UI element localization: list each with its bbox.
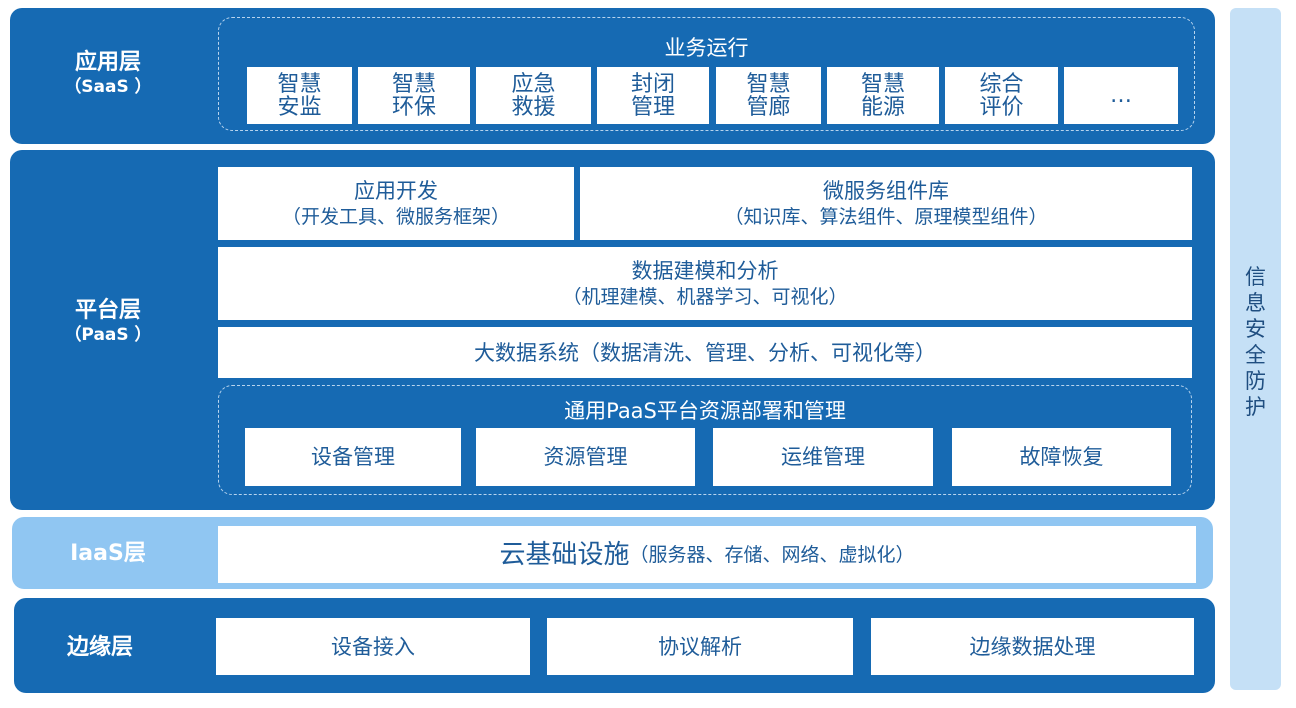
saas-tile: 智慧 能源: [827, 67, 939, 124]
paas-sub: （PaaS ）: [64, 325, 152, 345]
saas-tile-label: 封闭 管理: [630, 71, 675, 120]
app-dev-box: 应用开发 （开发工具、微服务框架）: [218, 167, 574, 240]
iaas-name: IaaS层: [70, 541, 146, 566]
resource-tile: 运维管理: [713, 428, 933, 486]
modeling-box: 数据建模和分析 （机理建模、机器学习、可视化）: [218, 247, 1192, 320]
paas-name: 平台层: [74, 298, 141, 323]
security-label-char: 全: [1245, 343, 1266, 367]
app-dev-title: 应用开发: [354, 178, 438, 203]
saas-tile-label: 智慧 能源: [860, 71, 905, 120]
cloud-infra-box: 云基础设施 （服务器、存储、网络、虚拟化）: [218, 526, 1196, 583]
resource-tile-label: 运维管理: [781, 445, 865, 469]
microservice-detail: （知识库、算法组件、原理模型组件）: [724, 205, 1048, 228]
security-label-char: 安: [1245, 317, 1266, 341]
paas-layer-label: 平台层 （PaaS ）: [40, 298, 176, 346]
bigdata-box: 大数据系统（数据清洗、管理、分析、可视化等）: [218, 327, 1192, 378]
saas-name: 应用层: [74, 50, 141, 75]
edge-name: 边缘层: [66, 635, 133, 660]
modeling-detail: （机理建模、机器学习、可视化）: [562, 285, 848, 308]
microservice-title: 微服务组件库: [823, 178, 949, 203]
business-operation-group: [218, 17, 1195, 131]
modeling-title: 数据建模和分析: [631, 258, 779, 283]
resource-tile-label: 设备管理: [311, 445, 395, 469]
edge-tile-label: 设备接入: [331, 634, 415, 659]
saas-tile: 封闭 管理: [597, 67, 709, 124]
edge-tile: 设备接入: [216, 618, 530, 675]
saas-tile-label: 智慧 安监: [277, 71, 322, 120]
cloud-infra-detail: （服务器、存储、网络、虚拟化）: [629, 543, 915, 566]
saas-tile: 智慧 管廊: [716, 67, 821, 124]
bigdata-text: 大数据系统（数据清洗、管理、分析、可视化等）: [474, 340, 936, 365]
edge-tile: 协议解析: [547, 618, 853, 675]
saas-tile: …: [1064, 67, 1178, 124]
security-label-char: 息: [1245, 291, 1266, 315]
saas-tile: 智慧 安监: [247, 67, 352, 124]
security-bar: 信息安全防护: [1230, 8, 1281, 690]
microservice-box: 微服务组件库 （知识库、算法组件、原理模型组件）: [580, 167, 1192, 240]
resource-tile: 设备管理: [245, 428, 461, 486]
resource-tile-label: 故障恢复: [1019, 445, 1104, 469]
resource-group: [218, 385, 1192, 495]
saas-tile-label: …: [1110, 83, 1132, 108]
cloud-infra-title: 云基础设施: [499, 539, 630, 570]
saas-tile: 智慧 环保: [358, 67, 470, 124]
saas-tile-label: 综合 评价: [979, 71, 1024, 120]
resource-tile-label: 资源管理: [543, 445, 628, 469]
saas-layer-label: 应用层 （SaaS ）: [40, 50, 176, 98]
saas-tile-label: 应急 救援: [511, 71, 556, 120]
security-label-char: 护: [1245, 395, 1266, 419]
business-operation-title: 业务运行: [664, 36, 749, 60]
saas-tile: 综合 评价: [945, 67, 1058, 124]
security-label-char: 防: [1245, 369, 1266, 393]
saas-tile-label: 智慧 管廊: [746, 71, 791, 120]
saas-tile: 应急 救援: [476, 67, 591, 124]
edge-tile-label: 协议解析: [658, 634, 742, 659]
saas-sub: （SaaS ）: [64, 77, 152, 97]
app-dev-detail: （开发工具、微服务框架）: [281, 205, 510, 228]
resource-tile: 故障恢复: [952, 428, 1171, 486]
security-label-char: 信: [1245, 265, 1266, 289]
resource-tile: 资源管理: [476, 428, 695, 486]
edge-tile-label: 边缘数据处理: [969, 634, 1096, 659]
edge-tile: 边缘数据处理: [871, 618, 1194, 675]
saas-tile-label: 智慧 环保: [391, 71, 436, 120]
resource-group-title: 通用PaaS平台资源部署和管理: [564, 399, 846, 423]
